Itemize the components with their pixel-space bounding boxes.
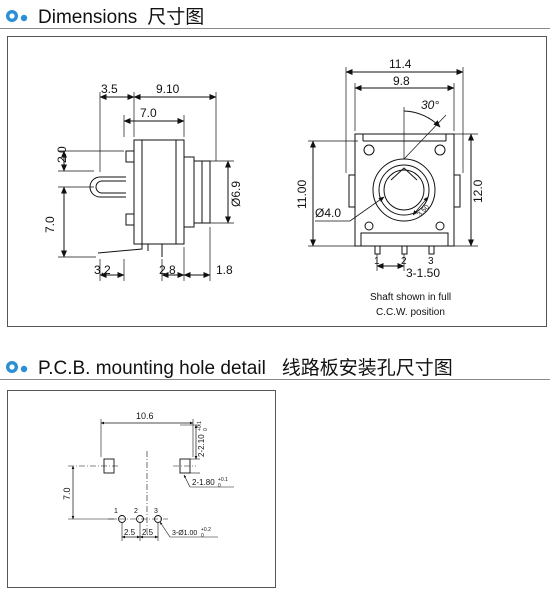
pin-hole-3	[154, 515, 162, 523]
pcb-dim-2-2-10: 2-2.10 +0.1 0	[197, 421, 209, 457]
svg-text:0: 0	[218, 483, 221, 489]
dim-2-0: 2.0	[55, 146, 69, 163]
dim-9-10: 9.10	[156, 82, 180, 96]
dim-12-0: 12.0	[471, 179, 485, 203]
header-rule	[0, 28, 550, 29]
dim-3-2: 3.2	[94, 263, 111, 277]
angle-30: 30°	[421, 98, 439, 112]
dim-6-9: Ø6.9	[229, 181, 243, 207]
pcb-dim-2-1-80: 2-1.80 +0.1 0	[192, 477, 228, 489]
pcb-dim-2-5-b: 2.5	[142, 528, 154, 537]
svg-text:+0.1: +0.1	[197, 421, 203, 431]
dim-7-0-left: 7.0	[43, 216, 57, 233]
note-line-2: C.C.W. position	[376, 307, 445, 318]
pin-label-1: 1	[374, 256, 380, 267]
dimensions-drawing: 3.5 9.10 7.0 2.0 7.0 Ø6.9 3.2 2.8 1.8 11…	[43, 57, 485, 318]
svg-text:0: 0	[203, 428, 209, 431]
pcb-pin-label-1: 1	[114, 508, 118, 515]
dim-11-00: 11.00	[295, 180, 309, 209]
pin-label-3: 3	[428, 256, 434, 267]
svg-text:+0.2: +0.2	[201, 527, 211, 533]
pin-hole-2	[136, 515, 144, 523]
svg-text:2-1.80: 2-1.80	[192, 478, 215, 487]
pin-label-2: 2	[401, 256, 407, 267]
pcb-dim-7-0: 7.0	[62, 487, 72, 500]
pcb-drawing: 10.6 2-2.10 +0.1 0 2-1.80 +0.1 0 7.0 1 2…	[62, 411, 234, 541]
side-view	[89, 139, 211, 257]
pcb-pin-label-3: 3	[154, 508, 158, 515]
dim-2-8: 2.8	[159, 263, 176, 277]
svg-text:2-2.10: 2-2.10	[197, 434, 206, 457]
pcb-pin-label-2: 2	[134, 508, 138, 515]
dim-3-1-50: 3-1.50	[406, 266, 440, 280]
dim-7-0-top: 7.0	[140, 106, 157, 120]
dim-1-8: 1.8	[216, 263, 233, 277]
dim-9-8: 9.8	[393, 74, 410, 88]
svg-text:0: 0	[201, 533, 204, 539]
header-rule	[0, 379, 550, 380]
bullet-icon	[6, 10, 28, 22]
pcb-panel: 10.6 2-2.10 +0.1 0 2-1.80 +0.1 0 7.0 1 2…	[7, 390, 276, 588]
dimensions-panel: 3.5 9.10 7.0 2.0 7.0 Ø6.9 3.2 2.8 1.8 11…	[7, 36, 547, 327]
pcb-dim-2-5-a: 2.5	[124, 528, 136, 537]
svg-text:+0.1: +0.1	[218, 477, 228, 483]
note-line-1: Shaft shown in full	[370, 292, 451, 303]
pin-hole-1	[118, 515, 126, 523]
bullet-icon	[6, 361, 28, 373]
dim-4-0: Ø4.0	[315, 206, 341, 220]
front-view	[348, 107, 461, 255]
dim-3-5: 3.5	[101, 82, 118, 96]
dim-11-4: 11.4	[389, 57, 412, 71]
svg-text:3-Ø1.00: 3-Ø1.00	[172, 530, 197, 537]
pcb-dim-10-6: 10.6	[136, 411, 154, 421]
pcb-dim-3-1-00: 3-Ø1.00 +0.2 0	[172, 527, 211, 539]
